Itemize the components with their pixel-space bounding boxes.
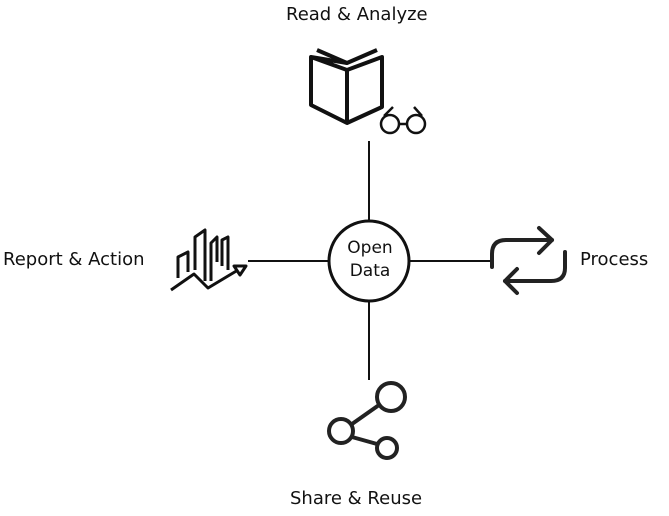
center-node-label: Open Data	[330, 237, 410, 283]
node-label-process: Process	[580, 249, 649, 270]
book-icon	[309, 48, 384, 125]
node-label-read-analyze: Read & Analyze	[286, 4, 428, 25]
glasses-icon	[379, 106, 427, 135]
node-label-report-action: Report & Action	[3, 249, 145, 270]
repeat-arrows-icon	[490, 226, 567, 295]
center-label-line1: Open	[347, 238, 393, 258]
node-label-share-reuse: Share & Reuse	[290, 488, 423, 509]
center-node[interactable]	[327, 219, 411, 303]
center-label-line2: Data	[349, 261, 391, 281]
bar-chart-trend-icon	[170, 228, 248, 292]
share-icon	[327, 381, 407, 460]
